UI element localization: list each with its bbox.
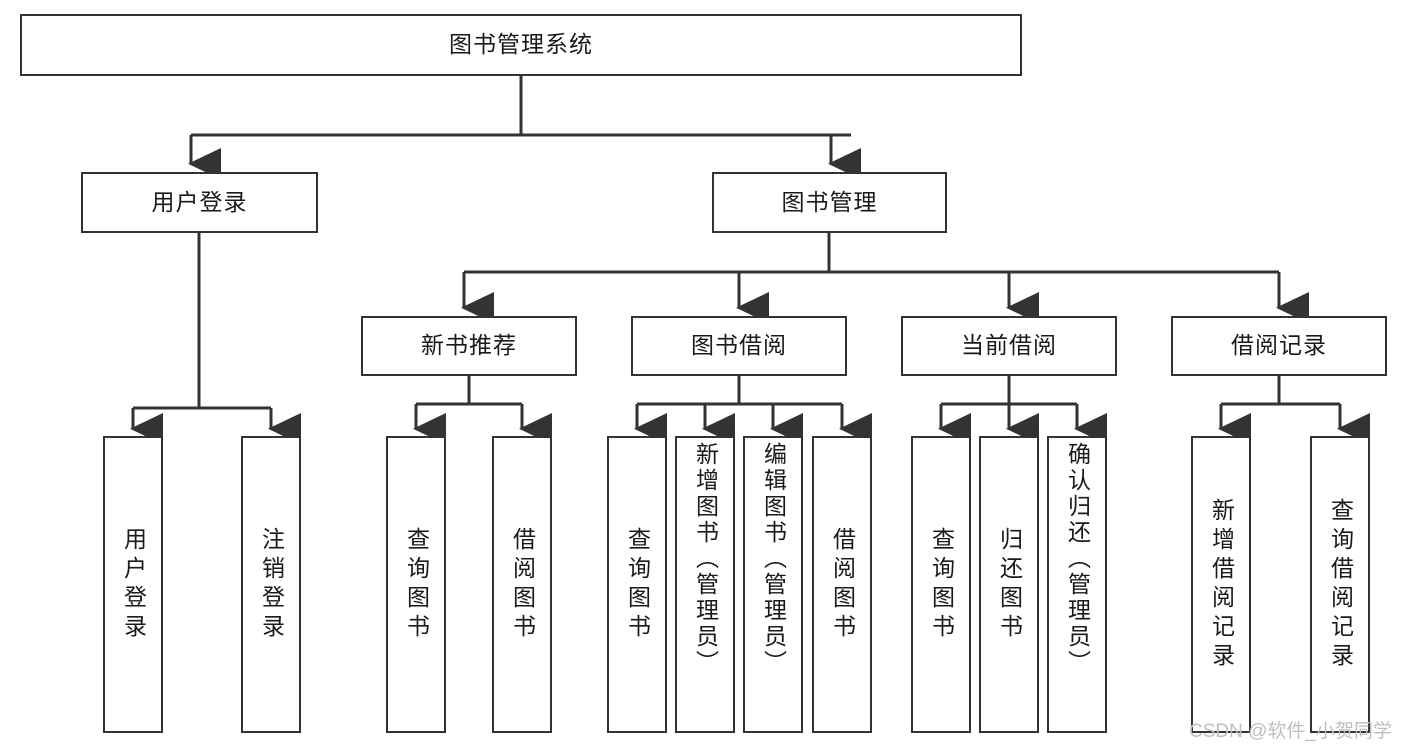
node-leaf-return-book-label: 归还图书 [996, 526, 1023, 643]
node-leaf-logout-label: 注销登录 [258, 526, 285, 643]
node-leaf-add-record[interactable]: 新增借阅记录 [1191, 436, 1251, 733]
node-leaf-query-book-rec-label: 查询图书 [403, 526, 430, 643]
node-leaf-user-login-label: 用户登录 [120, 526, 147, 643]
node-leaf-borrow-book-label: 借阅图书 [829, 526, 856, 643]
node-leaf-user-login[interactable]: 用户登录 [103, 436, 163, 733]
node-leaf-logout[interactable]: 注销登录 [241, 436, 301, 733]
node-new-book-rec[interactable]: 新书推荐 [361, 316, 577, 376]
node-leaf-query-book-borrow[interactable]: 查询图书 [607, 436, 667, 733]
node-book-borrow[interactable]: 图书借阅 [631, 316, 847, 376]
node-book-borrow-label: 图书借阅 [691, 332, 787, 359]
node-root-label: 图书管理系统 [449, 31, 593, 58]
node-leaf-query-book-rec[interactable]: 查询图书 [386, 436, 446, 733]
node-borrow-record-label: 借阅记录 [1231, 332, 1327, 359]
node-leaf-query-book-cur-label: 查询图书 [928, 526, 955, 643]
node-user-login-label: 用户登录 [151, 188, 248, 215]
node-leaf-borrow-book-rec[interactable]: 借阅图书 [492, 436, 552, 733]
node-leaf-borrow-book-rec-label: 借阅图书 [509, 526, 536, 643]
node-leaf-return-book[interactable]: 归还图书 [979, 436, 1039, 733]
node-leaf-query-book-cur[interactable]: 查询图书 [911, 436, 971, 733]
node-leaf-confirm-return[interactable]: 确认归还（管理员） [1047, 436, 1107, 733]
node-leaf-edit-book-label: 编辑图书（管理员） [760, 442, 787, 676]
node-current-borrow-label: 当前借阅 [961, 332, 1057, 359]
node-user-login[interactable]: 用户登录 [81, 172, 318, 233]
node-leaf-add-record-label: 新增借阅记录 [1208, 497, 1235, 672]
node-leaf-borrow-book[interactable]: 借阅图书 [812, 436, 872, 733]
node-book-manage-label: 图书管理 [781, 188, 878, 215]
node-borrow-record[interactable]: 借阅记录 [1171, 316, 1387, 376]
node-leaf-confirm-return-label: 确认归还（管理员） [1064, 442, 1091, 676]
node-root[interactable]: 图书管理系统 [20, 14, 1022, 76]
node-current-borrow[interactable]: 当前借阅 [901, 316, 1117, 376]
node-leaf-query-book-borrow-label: 查询图书 [624, 526, 651, 643]
csdn-watermark: CSDN @软件_小贺同学 [1189, 721, 1392, 742]
node-book-manage[interactable]: 图书管理 [712, 172, 947, 233]
node-new-book-rec-label: 新书推荐 [421, 332, 517, 359]
node-leaf-add-book[interactable]: 新增图书（管理员） [675, 436, 735, 733]
node-leaf-add-book-label: 新增图书（管理员） [692, 442, 719, 676]
node-leaf-edit-book[interactable]: 编辑图书（管理员） [743, 436, 803, 733]
node-leaf-query-record[interactable]: 查询借阅记录 [1310, 436, 1370, 733]
node-leaf-query-record-label: 查询借阅记录 [1327, 497, 1354, 672]
